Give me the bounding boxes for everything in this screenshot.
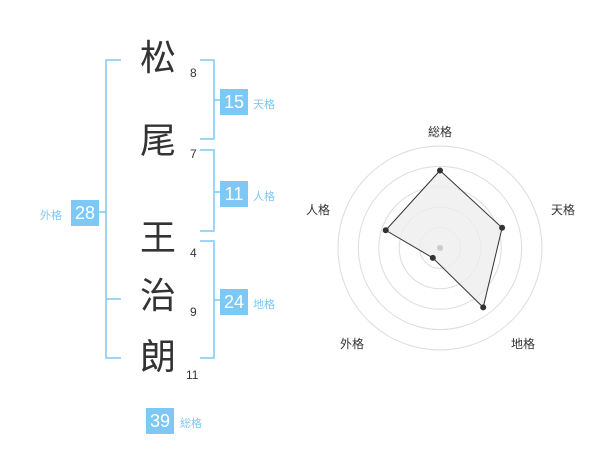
soukaku-label: 総格	[180, 417, 202, 430]
name-char-5: 朗	[140, 337, 177, 378]
chikaku-value: 24	[220, 289, 248, 315]
radar-ring	[337, 145, 543, 351]
jinkaku-value: 11	[220, 181, 248, 207]
stroke-count-5: 11	[186, 368, 199, 382]
radar-label-chikaku: 地格	[510, 337, 536, 351]
radar-point-2	[480, 304, 487, 311]
radar-point-3	[429, 254, 436, 261]
tenkaku-value: 15	[220, 89, 248, 115]
jinkaku-label: 人格	[253, 190, 275, 203]
tenkaku-label: 天格	[253, 98, 275, 111]
radar-ring	[357, 165, 523, 331]
tenkaku-bracket	[200, 59, 222, 140]
name-char-3: 王	[140, 218, 177, 259]
radar-center	[437, 245, 443, 251]
gaikaku-value: 28	[71, 200, 99, 226]
chikaku-label: 地格	[253, 298, 275, 311]
radar-chart	[337, 145, 543, 351]
radar-point-4	[382, 227, 389, 234]
soukaku-value: 39	[146, 408, 174, 434]
radar-label-soukaku: 総格	[427, 125, 453, 139]
stroke-count-3: 4	[190, 246, 197, 260]
stroke-count-1: 8	[190, 66, 197, 80]
radar-point-1	[499, 224, 506, 231]
radar-polygon	[384, 169, 503, 309]
radar-label-jinkaku: 人格	[305, 203, 331, 217]
stroke-count-4: 9	[190, 305, 197, 319]
name-char-1: 松	[140, 38, 177, 79]
chikaku-bracket	[200, 240, 222, 359]
gaikaku-bracket	[96, 59, 121, 359]
name-char-4: 治	[140, 276, 177, 317]
radar-label-gaikaku: 外格	[339, 337, 365, 351]
name-char-2: 尾	[140, 121, 177, 162]
radar-label-tenkaku: 天格	[550, 203, 576, 217]
stroke-count-2: 7	[190, 147, 197, 161]
gaikaku-label: 外格	[40, 209, 62, 222]
radar-point-0	[437, 167, 443, 174]
jinkaku-bracket	[200, 149, 222, 232]
